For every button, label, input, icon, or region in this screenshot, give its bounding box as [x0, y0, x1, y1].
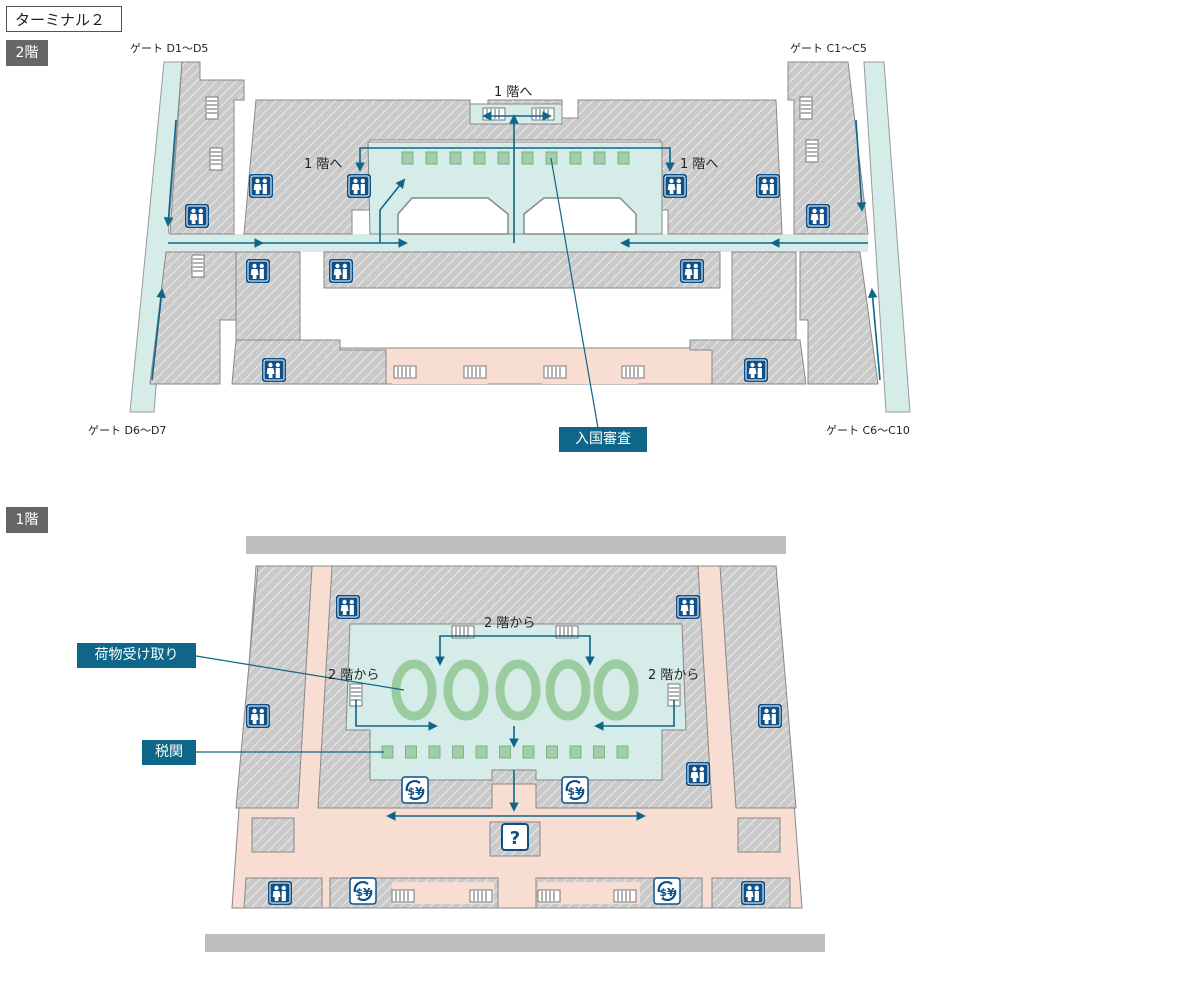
- escalator-icon: [463, 365, 487, 379]
- currency-exchange-icon[interactable]: [652, 876, 682, 906]
- floor1-tag[interactable]: 1階: [6, 507, 48, 533]
- immigration-pointer: [550, 157, 599, 429]
- restroom-icon[interactable]: [245, 703, 271, 729]
- baggage-carousel: [495, 659, 541, 721]
- counter-booth: [569, 745, 582, 759]
- escalator-icon: [537, 889, 561, 903]
- counter-booth: [401, 151, 414, 165]
- counter-booth: [452, 745, 464, 759]
- counter-booth: [499, 745, 511, 759]
- customs-callout: 税関: [142, 740, 196, 765]
- escalator-icon: [613, 889, 637, 903]
- counter-booth: [475, 745, 488, 759]
- escalator-icon: [531, 107, 555, 121]
- restroom-icon[interactable]: [184, 203, 210, 229]
- escalator-icon: [543, 365, 567, 379]
- immigration-callout: 入国審査: [559, 427, 647, 452]
- currency-exchange-icon[interactable]: [560, 775, 590, 805]
- counter-booth: [569, 151, 582, 165]
- escalator-icon: [482, 107, 506, 121]
- escalator-icon: [205, 96, 219, 120]
- to-floor1-label: 1 階へ: [304, 157, 343, 172]
- restroom-icon[interactable]: [743, 357, 769, 383]
- escalator-icon: [209, 147, 223, 171]
- floor2-map: [129, 61, 911, 429]
- baggage-pointer: [195, 655, 405, 691]
- counter-booth: [473, 151, 486, 165]
- escalator-icon: [805, 139, 819, 163]
- road-top: [246, 536, 786, 554]
- restroom-icon[interactable]: [346, 173, 372, 199]
- restroom-icon[interactable]: [335, 594, 361, 620]
- currency-exchange-icon[interactable]: [348, 876, 378, 906]
- restroom-icon[interactable]: [805, 203, 831, 229]
- escalator-icon: [799, 96, 813, 120]
- restroom-icon[interactable]: [245, 258, 271, 284]
- counter-booth: [428, 745, 441, 759]
- to-floor1-label: 1 階へ: [494, 85, 533, 100]
- svg-text:?: ?: [510, 828, 520, 849]
- corridor-left: [129, 61, 183, 413]
- escalator-icon: [391, 889, 415, 903]
- gate-label-d6-d7: ゲート D6～D7: [88, 424, 167, 437]
- escalator-icon: [191, 254, 205, 278]
- corridor-right: [863, 61, 911, 413]
- counter-booth: [616, 745, 629, 759]
- counter-booth: [617, 151, 630, 165]
- restroom-icon[interactable]: [267, 880, 293, 906]
- from-floor2-label: 2 階から: [484, 616, 536, 631]
- to-floor1-label: 1 階へ: [680, 157, 719, 172]
- baggage-carousel: [391, 659, 437, 721]
- restroom-icon[interactable]: [755, 173, 781, 199]
- restroom-icon[interactable]: [248, 173, 274, 199]
- escalator-icon: [393, 365, 417, 379]
- road-bottom: [205, 934, 825, 952]
- baggage-carousel: [443, 659, 489, 721]
- escalator-icon: [469, 889, 493, 903]
- restroom-icon[interactable]: [675, 594, 701, 620]
- baggage-carousels: [391, 659, 639, 721]
- baggage-carousel: [593, 659, 639, 721]
- counter-booth: [546, 745, 558, 759]
- terminal-title: ターミナル２: [6, 6, 122, 32]
- main-walkway: [162, 234, 868, 252]
- counter-booth: [522, 745, 535, 759]
- restroom-icon[interactable]: [328, 258, 354, 284]
- escalator-icon: [621, 365, 645, 379]
- counter-booth: [593, 745, 605, 759]
- restroom-icon[interactable]: [679, 258, 705, 284]
- counter-booth: [425, 151, 438, 165]
- restroom-icon[interactable]: [662, 173, 688, 199]
- gate-label-c1-c5: ゲート C1～C5: [790, 42, 867, 55]
- counter-booth: [521, 151, 534, 165]
- baggage-callout: 荷物受け取り: [77, 643, 196, 668]
- currency-exchange-icon[interactable]: [400, 775, 430, 805]
- counter-booth: [497, 151, 510, 165]
- restroom-icon[interactable]: [757, 703, 783, 729]
- baggage-carousel: [545, 659, 591, 721]
- floor2-tag[interactable]: 2階: [6, 40, 48, 66]
- floor1-map: ?: [195, 536, 825, 952]
- from-floor2-label: 2 階から: [648, 668, 700, 683]
- flow-arrows-1f: [355, 635, 675, 821]
- from-floor2-label: 2 階から: [328, 668, 380, 683]
- information-icon[interactable]: ?: [501, 823, 529, 851]
- baggage-hall: [345, 623, 687, 781]
- gate-label-d1-d5: ゲート D1～D5: [130, 42, 209, 55]
- counter-booth: [405, 745, 417, 759]
- counter-booth: [593, 151, 606, 165]
- restroom-icon[interactable]: [740, 880, 766, 906]
- flow-arrows-2f: [151, 111, 881, 381]
- restroom-icon[interactable]: [685, 761, 711, 787]
- gate-label-c6-c10: ゲート C6～C10: [826, 424, 910, 437]
- counter-booth: [449, 151, 462, 165]
- restroom-icon[interactable]: [261, 357, 287, 383]
